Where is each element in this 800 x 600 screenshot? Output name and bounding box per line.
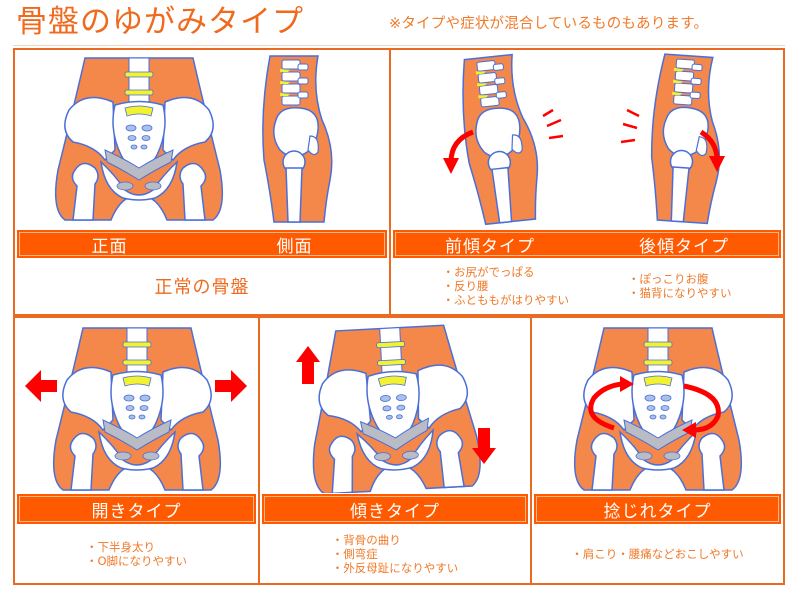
posterior-tilt-label: 後傾タイプ (639, 236, 729, 257)
arrow-down-icon (472, 428, 496, 464)
normal-pelvis-caption: 正常の骨盤 (17, 260, 387, 312)
pelvis-front-icon (54, 57, 224, 221)
posterior-tilt-symptoms: ・ぽっこりお腹 ・猫背になりやすい (628, 272, 732, 300)
symptom-item: ・背骨の曲り (331, 532, 401, 547)
symptom-item: ・下半身太り (85, 539, 155, 554)
lean-type-symptoms: ・背骨の曲り ・側弯症 ・外反母趾になりやすい (262, 526, 528, 581)
pelvis-side-icon (262, 55, 333, 223)
tilt-types-labels-bar: 前傾タイプ 後傾タイプ (393, 230, 781, 258)
twist-type-illustration (532, 318, 783, 493)
side-view-label: 側面 (276, 236, 313, 257)
anterior-tilt-label: 前傾タイプ (445, 236, 535, 257)
emphasis-lines-icon (620, 108, 640, 144)
tilt-types-symptoms: ・お尻がでっぱる ・反り腰 ・ふとももがはりやすい ・ぽっこりお腹 ・猫背になり… (393, 260, 781, 312)
open-type-label: 開きタイプ (91, 501, 182, 522)
page-title: 骨盤のゆがみタイプ (16, 4, 304, 40)
pelvis-open-icon (52, 327, 222, 491)
symptom-item: ・ふとももがはりやすい (442, 293, 570, 307)
panel-lean-type: 傾きタイプ ・背骨の曲り ・側弯症 ・外反母趾になりやすい (258, 316, 532, 585)
symptom-item: ・猫背になりやすい (628, 286, 732, 300)
pelvis-anterior-tilt-icon (456, 52, 544, 227)
lean-type-label: 傾きタイプ (350, 501, 440, 522)
open-type-label-bar: 開きタイプ (17, 494, 256, 524)
panel-tilt-types: 前傾タイプ 後傾タイプ ・お尻がでっぱる ・反り腰 ・ふとももがはりやすい ・ぽ… (389, 48, 785, 316)
twist-type-label-bar: 捻じれタイプ (534, 494, 781, 524)
symptom-item: ・側弯症 (331, 546, 378, 561)
symptom-item: ・O脚になりやすい (85, 553, 188, 568)
anterior-tilt-arrow-icon (443, 129, 474, 174)
lean-type-label-bar: 傾きタイプ (262, 494, 528, 524)
twist-type-label: 捻じれタイプ (603, 501, 712, 522)
normal-pelvis-illustration (15, 50, 389, 228)
normal-pelvis-caption-text: 正常の骨盤 (154, 277, 250, 298)
twist-arrow-right-icon (682, 383, 721, 438)
arrow-up-icon (296, 346, 320, 384)
open-type-symptoms: ・下半身太り ・O脚になりやすい (17, 526, 256, 581)
twist-arrow-left-icon (588, 376, 634, 431)
twist-type-symptoms: ・肩こり・腰痛などおこしやすい (534, 526, 781, 581)
tilt-types-illustration (391, 50, 783, 228)
normal-view-labels-bar: 正面 側面 (17, 230, 387, 258)
panel-normal-pelvis: 正面 側面 正常の骨盤 (13, 48, 391, 316)
lean-type-illustration (260, 318, 530, 493)
symptom-item: ・外反母趾になりやすい (331, 560, 459, 575)
mixed-types-note: ※タイプや症状が混合しているものもあります。 (389, 16, 709, 32)
panel-twist-type: 捻じれタイプ ・肩こり・腰痛などおこしやすい (530, 316, 785, 585)
symptom-item: ・お尻がでっぱる (442, 265, 535, 279)
emphasis-lines-icon (542, 108, 564, 140)
open-type-illustration (15, 318, 258, 493)
panel-open-type: 開きタイプ ・下半身太り ・O脚になりやすい (13, 316, 260, 585)
arrow-left-icon (25, 370, 57, 402)
front-view-label: 正面 (91, 236, 128, 257)
pelvis-posterior-tilt-icon (645, 52, 728, 225)
pelvis-lean-icon (305, 323, 483, 493)
anterior-tilt-symptoms: ・お尻がでっぱる ・反り腰 ・ふとももがはりやすい (443, 265, 570, 307)
symptom-item: ・肩こり・腰痛などおこしやすい (571, 546, 744, 561)
title-divider (13, 45, 785, 46)
arrow-right-icon (215, 370, 247, 402)
symptom-item: ・ぽっこりお腹 (628, 272, 709, 286)
posterior-tilt-arrow-icon (699, 129, 725, 172)
symptom-item: ・反り腰 (442, 279, 489, 293)
